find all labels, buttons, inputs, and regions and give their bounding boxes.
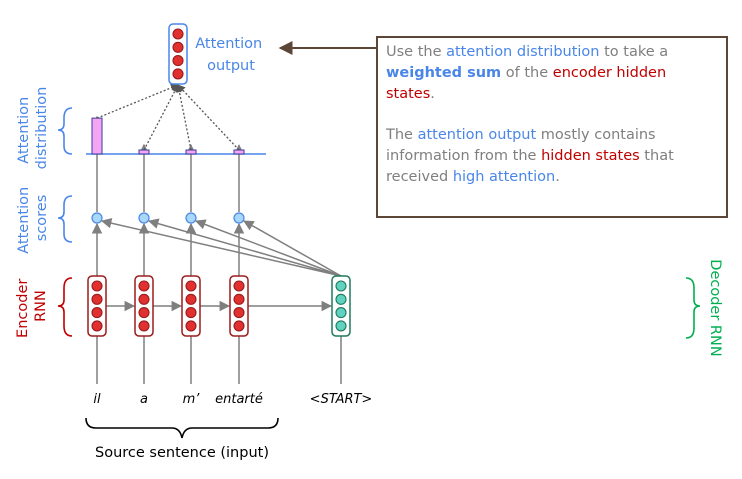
- encoder-hidden-state-unit: [138, 293, 150, 305]
- attention-weight-bar: [91, 117, 103, 155]
- weighted-sum-line: [175, 84, 192, 151]
- encoder-hidden-state-unit: [185, 293, 197, 305]
- attention-score-node: [185, 212, 197, 224]
- encoder-hidden-state-unit: [185, 307, 197, 319]
- decoder-hidden-state-frame: [331, 275, 351, 337]
- attention-output-unit: [172, 41, 184, 53]
- callout-text-segment: of the: [501, 65, 553, 81]
- callout-paragraph-1: Use the attention distribution to take a…: [386, 42, 716, 105]
- attention-output-label: Attention output: [195, 36, 267, 74]
- encoder-hidden-state-frame: [229, 275, 249, 337]
- attention-scores-label: Attention scores: [16, 182, 50, 254]
- encoder-rnn-label: Encoder RNN: [15, 274, 49, 338]
- callout-text-segment: that received: [386, 148, 674, 185]
- decoder-score-arrow: [100, 218, 342, 277]
- encoder-hidden-state-unit: [233, 307, 245, 319]
- callout-text-segment: .: [430, 86, 435, 102]
- callout-text-segment: attention output: [417, 127, 537, 143]
- attention-weight-bar: [138, 149, 150, 155]
- source-word: m’: [183, 392, 201, 407]
- callout-text-segment: to take a: [599, 44, 669, 60]
- source-word: a: [140, 392, 148, 407]
- attention-output-vector: [168, 23, 188, 85]
- encoder-hidden-state-unit: [185, 320, 197, 332]
- attention-weight-bar: [233, 149, 245, 155]
- encoder-hidden-state-unit: [233, 320, 245, 332]
- callout-text-segment: attention distribution: [446, 44, 600, 60]
- encoder-hidden-state-unit: [233, 280, 245, 292]
- callout-text-segment: high attention: [452, 169, 556, 185]
- decoder-hidden-state-unit: [335, 320, 347, 332]
- encoder-hidden-state: [181, 275, 201, 337]
- decoder-score-arrow: [195, 219, 342, 277]
- source-bracket: [85, 417, 279, 439]
- weighted-sum-line: [177, 84, 240, 151]
- encoder-hidden-state-unit: [233, 293, 245, 305]
- encoder-hidden-state-frame: [181, 275, 201, 337]
- attention-score-node: [233, 212, 245, 224]
- encoder-hidden-state-unit: [91, 293, 103, 305]
- attention-output-unit: [172, 55, 184, 67]
- encoder-hidden-state-unit: [91, 307, 103, 319]
- attention-distribution-label: Attention distribution: [16, 87, 50, 170]
- encoder-bracket: [57, 277, 73, 337]
- encoder-hidden-state-unit: [185, 280, 197, 292]
- attention-score-node: [138, 212, 150, 224]
- decoder-score-arrow: [243, 220, 342, 277]
- callout-text-segment: weighted sum: [386, 65, 502, 81]
- callout-text-segment: encoder hidden states: [386, 65, 667, 102]
- weighted-sum-line: [96, 84, 179, 119]
- source-caption: Source sentence (input): [95, 445, 269, 461]
- encoder-hidden-state-frame: [87, 275, 107, 337]
- source-word: entarté: [215, 392, 263, 407]
- decoder-score-arrow: [147, 218, 342, 277]
- attention-output-unit: [172, 28, 184, 40]
- encoder-hidden-state-frame: [134, 275, 154, 337]
- callout-text-segment: The: [386, 127, 418, 143]
- decoder-hidden-state: [331, 275, 351, 337]
- encoder-hidden-state: [229, 275, 249, 337]
- attention-output-unit: [172, 68, 184, 80]
- encoder-hidden-state-unit: [138, 307, 150, 319]
- callout-text-segment: .: [555, 169, 560, 185]
- encoder-hidden-state-unit: [138, 280, 150, 292]
- callout-text-segment: Use the: [386, 44, 447, 60]
- encoder-hidden-state-unit: [91, 280, 103, 292]
- encoder-hidden-state: [87, 275, 107, 337]
- decoder-hidden-state-unit: [335, 293, 347, 305]
- decoder-hidden-state-unit: [335, 280, 347, 292]
- callout-box: Use the attention distribution to take a…: [376, 36, 728, 218]
- encoder-hidden-state: [134, 275, 154, 337]
- start-token: <START>: [310, 392, 373, 407]
- attention-weight-bar: [185, 149, 197, 155]
- weighted-sum-line: [143, 84, 179, 151]
- callout-paragraph-2: The attention output mostly contains inf…: [386, 125, 716, 188]
- attention-score-node: [91, 212, 103, 224]
- scores-bracket: [57, 195, 73, 243]
- dist-bracket: [57, 107, 73, 155]
- encoder-hidden-state-unit: [91, 320, 103, 332]
- decoder-bracket: [685, 277, 701, 339]
- source-word: il: [93, 392, 101, 407]
- attention-output-frame: [168, 23, 188, 85]
- callout-text-segment: mostly contains information from the: [386, 127, 656, 164]
- callout-text-segment: hidden states: [541, 148, 640, 164]
- encoder-hidden-state-unit: [138, 320, 150, 332]
- decoder-rnn-label: Decoder RNN: [707, 259, 723, 356]
- decoder-hidden-state-unit: [335, 307, 347, 319]
